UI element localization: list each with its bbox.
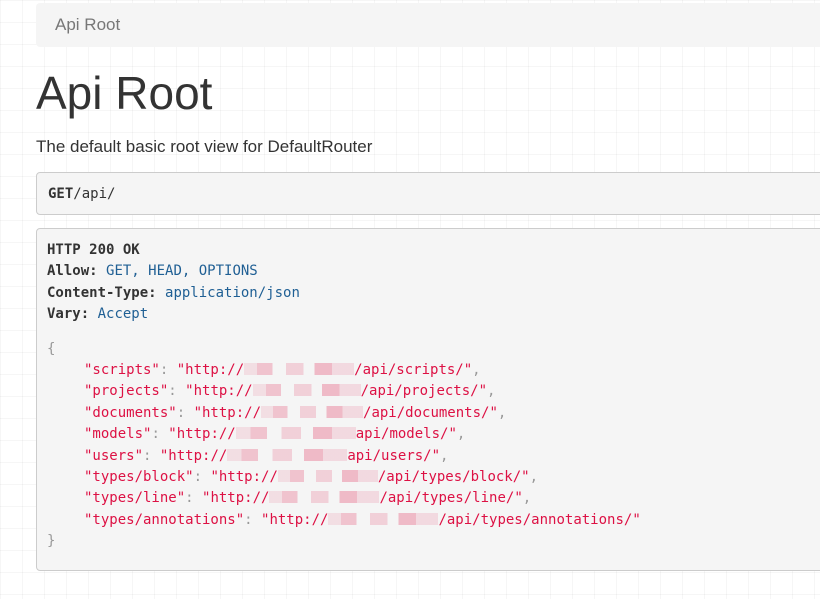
json-entry-types-block: "types/block": "http:///api/types/block/… — [84, 468, 539, 485]
url-scheme: "http:// — [159, 447, 228, 464]
breadcrumb-item-api-root[interactable]: Api Root — [55, 15, 121, 34]
url-path: api/models/" — [355, 426, 457, 443]
response-header-content-type: Content-Type: application/json — [47, 283, 820, 304]
json-key: "types/annotations" — [84, 511, 245, 528]
response-status: HTTP 200 OK — [47, 242, 140, 258]
link-users[interactable]: "http:// api/users/" — [160, 448, 440, 464]
page-description: The default basic root view for DefaultR… — [36, 137, 373, 156]
request-method: GET — [48, 185, 74, 202]
response-header-allow: Allow: GET, HEAD, OPTIONS — [47, 261, 820, 282]
url-scheme: "http:// — [210, 468, 278, 485]
redacted-host — [261, 405, 364, 418]
json-key: "users" — [84, 447, 144, 464]
breadcrumb: Api Root — [36, 3, 820, 47]
url-path: /api/documents/" — [363, 404, 498, 421]
url-scheme: "http:// — [193, 404, 262, 421]
link-models[interactable]: "http:// api/models/" — [168, 426, 457, 442]
url-path: /api/types/line/" — [379, 490, 523, 507]
redacted-host — [244, 362, 355, 375]
url-path: api/users/" — [347, 447, 441, 464]
url-path: /api/types/annotations/" — [438, 511, 641, 528]
redacted-host — [227, 448, 348, 461]
json-key: "models" — [84, 426, 152, 443]
url-path: /api/types/block/" — [377, 468, 530, 485]
json-close-brace: } — [47, 533, 56, 550]
json-key: "projects" — [84, 383, 169, 400]
json-entry-models: "models": "http://api/models/", — [84, 426, 466, 443]
header-value: Accept — [97, 306, 149, 323]
url-scheme: "http:// — [202, 490, 270, 507]
json-entry-types-annotations: "types/annotations": "http:///api/types/… — [84, 511, 641, 528]
json-entry-projects: "projects": "http:///api/projects/", — [84, 383, 496, 400]
url-scheme: "http:// — [176, 361, 245, 378]
link-documents[interactable]: "http:// /api/documents/" — [194, 405, 498, 421]
json-open-brace: { — [47, 340, 56, 357]
link-projects[interactable]: "http:// /api/projects/" — [185, 383, 487, 399]
url-scheme: "http:// — [261, 511, 329, 528]
redacted-host — [235, 427, 356, 440]
json-key: "scripts" — [84, 361, 160, 378]
header-value: application/json — [165, 284, 300, 301]
header-name: Content-Type: — [47, 284, 157, 301]
url-path: /api/projects/" — [360, 383, 488, 400]
redacted-host — [252, 384, 361, 397]
json-key: "documents" — [84, 404, 177, 421]
request-info: GET /api/ — [36, 172, 820, 215]
header-name: Vary: — [47, 306, 90, 323]
header-name: Allow: — [47, 263, 98, 280]
url-scheme: "http:// — [168, 426, 236, 443]
response-header-vary: Vary: Accept — [47, 304, 820, 325]
redacted-host — [328, 512, 439, 525]
response-spacer — [47, 326, 820, 339]
page-title: Api Root — [36, 67, 213, 119]
link-scripts[interactable]: "http:// /api/scripts/" — [177, 362, 472, 378]
link-types-annotations[interactable]: "http:// /api/types/annotations/" — [261, 512, 641, 528]
header-value: GET, HEAD, OPTIONS — [106, 263, 258, 280]
link-types-line[interactable]: "http:// /api/types/line/" — [202, 490, 523, 506]
json-entry-users: "users": "http://api/users/", — [84, 447, 449, 464]
json-entry-types-line: "types/line": "http:///api/types/line/", — [84, 490, 532, 507]
json-key: "types/line" — [84, 490, 186, 507]
url-scheme: "http:// — [185, 383, 253, 400]
json-entry-documents: "documents": "http:///api/documents/", — [84, 404, 507, 421]
redacted-host — [269, 491, 380, 504]
url-path: /api/scripts/" — [354, 361, 473, 378]
json-entry-scripts: "scripts": "http:///api/scripts/", — [84, 361, 481, 378]
request-path: /api/ — [73, 185, 116, 202]
json-key: "types/block" — [84, 468, 194, 485]
redacted-host — [277, 469, 378, 482]
link-types-block[interactable]: "http:// /api/types/block/" — [210, 469, 529, 485]
